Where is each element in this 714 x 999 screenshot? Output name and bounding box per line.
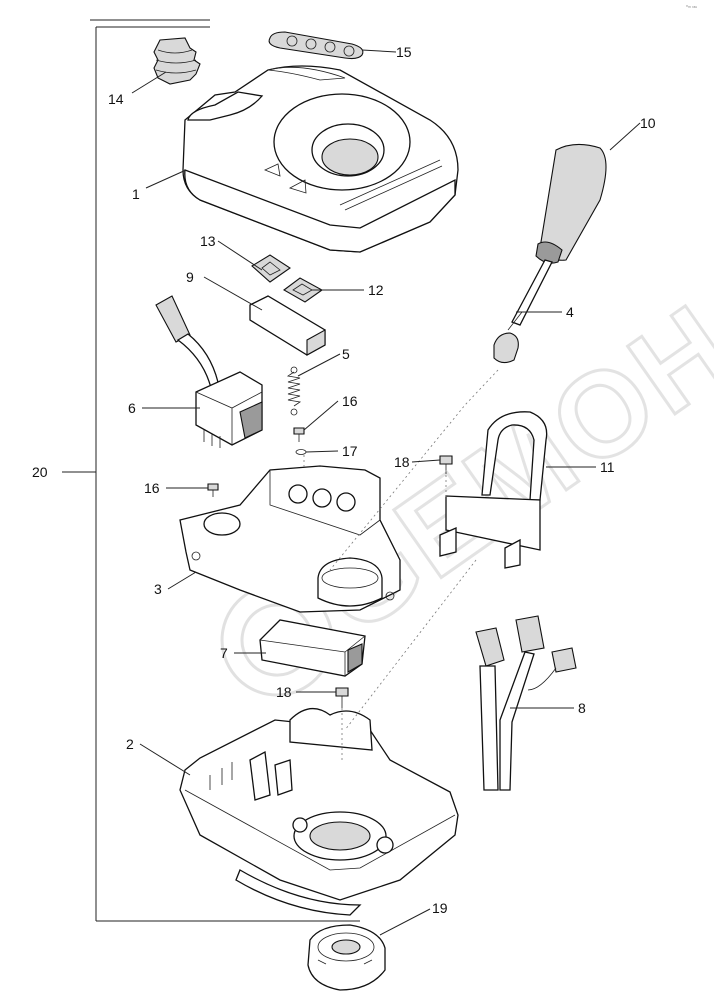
callout-11: 11 bbox=[600, 459, 615, 475]
callout-12: 12 bbox=[368, 282, 384, 298]
callout-labels: 15 14 1 10 13 12 9 4 5 6 16 17 18 11 16 … bbox=[32, 44, 656, 916]
callout-18-lower: 18 bbox=[276, 684, 292, 700]
part-3-mounting-plate bbox=[179, 465, 401, 613]
part-15-button-strip bbox=[268, 31, 364, 60]
callout-13: 13 bbox=[200, 233, 216, 249]
part-16-screw-left bbox=[207, 483, 219, 497]
part-14-rubber-boot bbox=[153, 37, 201, 85]
part-11-u-bracket bbox=[439, 411, 548, 569]
callout-16-upper: 16 bbox=[342, 393, 358, 409]
assembly-bracket bbox=[90, 19, 360, 922]
callout-18-upper: 18 bbox=[394, 454, 410, 470]
callout-10: 10 bbox=[640, 115, 656, 131]
callout-14: 14 bbox=[108, 91, 124, 107]
callout-3: 3 bbox=[154, 581, 162, 597]
callout-15: 15 bbox=[396, 44, 412, 60]
part-7-control-board bbox=[259, 619, 366, 677]
part-4-lever-shaft bbox=[493, 259, 553, 364]
callout-20: 20 bbox=[32, 464, 48, 480]
corner-mark: *ᵐ ʳᵃᵘ bbox=[686, 5, 697, 11]
part-8-cable-harness bbox=[475, 615, 577, 791]
callout-17: 17 bbox=[342, 443, 358, 459]
callout-1: 1 bbox=[132, 186, 140, 202]
callout-6: 6 bbox=[128, 400, 136, 416]
part-13-button bbox=[251, 254, 291, 283]
part-16-screw bbox=[293, 427, 305, 442]
part-17-washer bbox=[295, 449, 307, 455]
part-9-switch-module bbox=[249, 295, 326, 356]
callout-9: 9 bbox=[186, 269, 194, 285]
part-10-handle bbox=[535, 143, 607, 264]
callout-19: 19 bbox=[432, 900, 448, 916]
part-19-ring-nut bbox=[307, 924, 386, 991]
leader-lines bbox=[62, 49, 641, 936]
part-18-screw-upper bbox=[439, 455, 453, 474]
part-5-spring bbox=[286, 366, 302, 416]
callout-5: 5 bbox=[342, 346, 350, 362]
callout-8: 8 bbox=[578, 700, 586, 716]
callout-2: 2 bbox=[126, 736, 134, 752]
alignment-lines bbox=[303, 369, 499, 760]
callout-4: 4 bbox=[566, 304, 574, 320]
part-1-top-cover bbox=[182, 65, 459, 253]
part-6-joystick bbox=[155, 295, 263, 448]
callout-7: 7 bbox=[220, 645, 228, 661]
part-18-screw-lower bbox=[335, 687, 349, 708]
callout-16-left: 16 bbox=[144, 480, 160, 496]
part-2-base-housing bbox=[179, 708, 459, 916]
